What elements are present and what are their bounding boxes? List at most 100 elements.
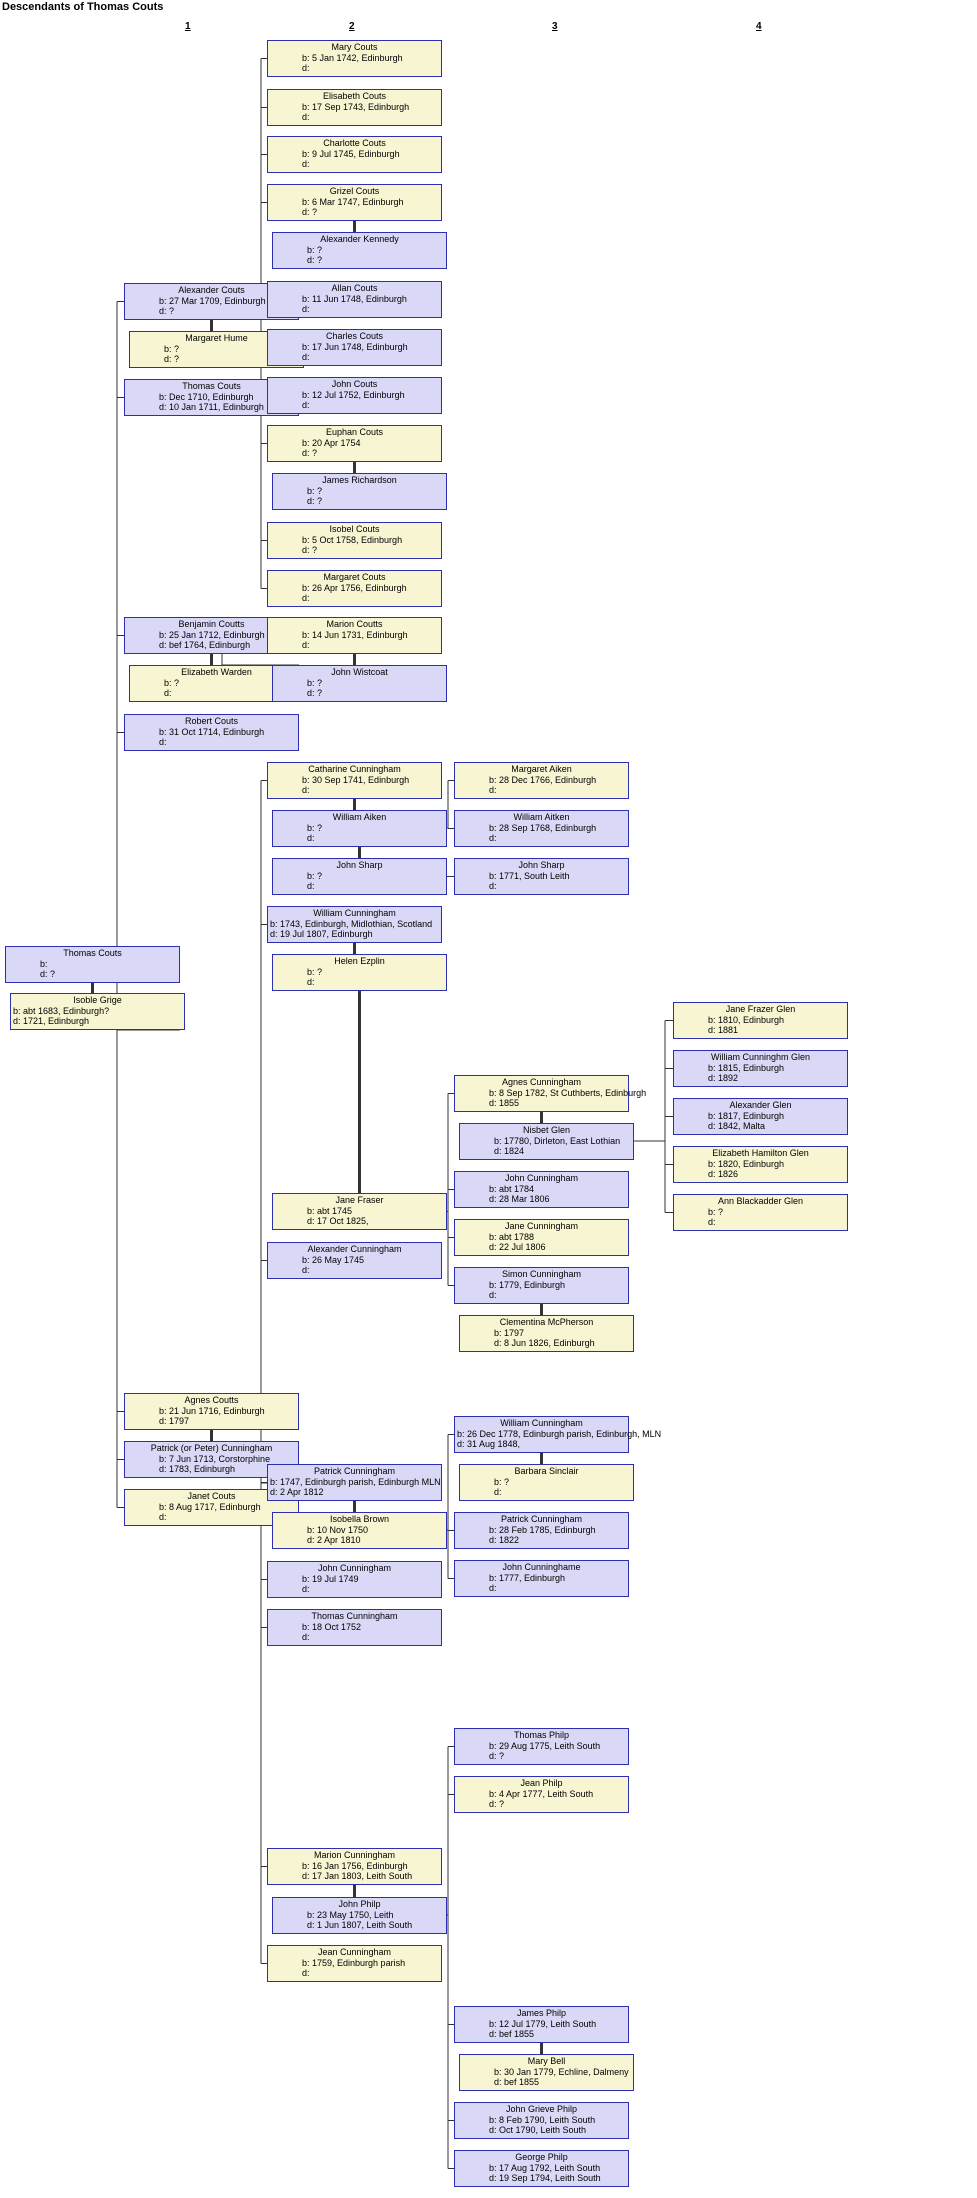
person-name: Helen Ezplin <box>334 956 385 966</box>
person-birth: b: 9 Jul 1745, Edinburgh <box>302 148 400 159</box>
person-death: d: <box>164 688 172 698</box>
person-death: d: <box>302 352 310 362</box>
person-birth: b: 1759, Edinburgh parish <box>302 1957 406 1968</box>
person-name: Catharine Cunningham <box>308 764 401 774</box>
person-birth: b: ? <box>307 870 323 881</box>
person-name: Jean Philp <box>520 1778 563 1788</box>
person-name: Agnes Coutts <box>184 1395 239 1405</box>
person-name: William Aiken <box>332 812 387 822</box>
person-death: d: <box>302 1968 310 1978</box>
person-birth: b: 10 Nov 1750 <box>307 1524 369 1535</box>
person-death: d: <box>307 977 315 987</box>
person-name: William Cunningham <box>500 1418 583 1428</box>
person-name: Barbara Sinclair <box>514 1466 579 1476</box>
person-death: d: <box>302 593 310 603</box>
person-death: d: 1881 <box>708 1025 739 1035</box>
person-name: Jane Frazer Glen <box>725 1004 796 1014</box>
person-name: John Wistcoat <box>331 667 388 677</box>
person-death: d: 1892 <box>708 1073 739 1083</box>
person-name: Thomas Cunningham <box>311 1611 398 1621</box>
person-birth: b: 17 Sep 1743, Edinburgh <box>302 101 410 112</box>
person-birth: b: ? <box>307 485 323 496</box>
person-name: Janet Couts <box>187 1491 236 1501</box>
person-birth: b: ? <box>164 677 180 688</box>
person-birth: b: 19 Jul 1749 <box>302 1573 359 1584</box>
person-birth: b: 26 May 1745 <box>302 1254 365 1265</box>
person-name: Jane Cunningham <box>504 1221 579 1231</box>
person-birth: b: 1815, Edinburgh <box>708 1062 785 1073</box>
person-death: d: <box>494 1487 502 1497</box>
person-birth: b: 25 Jan 1712, Edinburgh <box>159 629 265 640</box>
generation-header-1: 1 <box>185 21 191 32</box>
person-name: Allan Couts <box>331 283 378 293</box>
person-birth: b: 27 Mar 1709, Edinburgh <box>159 295 266 306</box>
person-death: d: <box>489 881 497 891</box>
person-name: Isobel Couts <box>329 524 380 534</box>
person-death: d: ? <box>40 969 56 979</box>
person-birth: b: abt 1784 <box>489 1183 535 1194</box>
person-name: Euphan Couts <box>325 427 384 437</box>
person-name: Agnes Cunningham <box>501 1077 582 1087</box>
person-name: Elizabeth Hamilton Glen <box>712 1148 809 1158</box>
person-death: d: ? <box>302 207 318 217</box>
person-name: John Grieve Philp <box>505 2104 578 2114</box>
